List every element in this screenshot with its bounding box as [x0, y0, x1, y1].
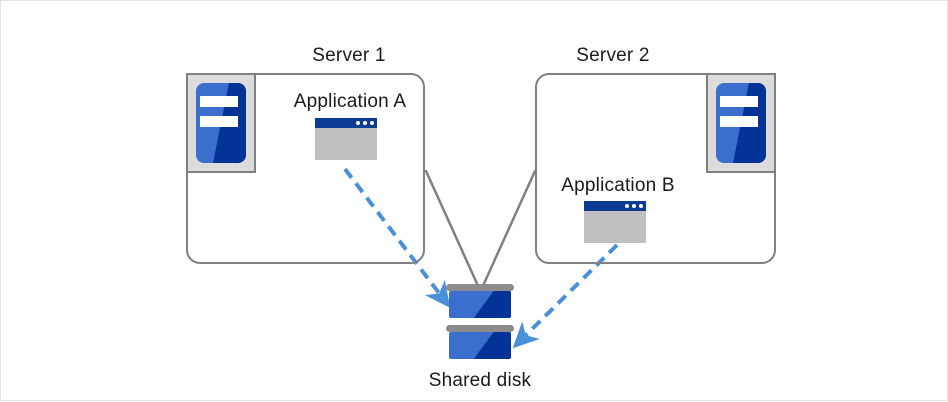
application-a-label: Application A: [293, 91, 407, 112]
server-1-title: Server 1: [312, 45, 386, 66]
window-dot-icon: [370, 121, 374, 125]
application-a-to-disk-arrow: [343, 167, 451, 309]
server1-to-disk-link: [424, 169, 481, 290]
server-slot-bar: [200, 96, 238, 107]
server-machine-icon: [186, 73, 256, 173]
server-slot-bar: [720, 116, 758, 127]
server-2-title: Server 2: [576, 45, 650, 66]
disk-platter: [449, 332, 511, 359]
window-dot-icon: [639, 204, 643, 208]
window-titlebar: [315, 118, 377, 128]
window-dot-icon: [363, 121, 367, 125]
server2-to-disk-link: [480, 169, 537, 290]
application-b-to-disk-arrow: [512, 243, 619, 349]
window-dot-icon: [356, 121, 360, 125]
disk-stack-icon: [446, 284, 514, 361]
disk-platter-shade: [473, 332, 511, 359]
disk-platter-cap: [446, 284, 514, 291]
disk-platter: [449, 291, 511, 318]
window-dot-icon: [625, 204, 629, 208]
server-slot-bar: [200, 116, 238, 127]
disk-platter-shade: [473, 291, 511, 318]
window-dot-icon: [632, 204, 636, 208]
application-b-label: Application B: [561, 175, 675, 196]
application-window-icon: [315, 118, 377, 160]
server-slot-bar: [720, 96, 758, 107]
disk-platter-cap: [446, 325, 514, 332]
shared-disk-label: Shared disk: [428, 370, 532, 391]
window-titlebar: [584, 201, 646, 211]
server-machine-icon: [706, 73, 776, 173]
application-window-icon: [584, 201, 646, 243]
